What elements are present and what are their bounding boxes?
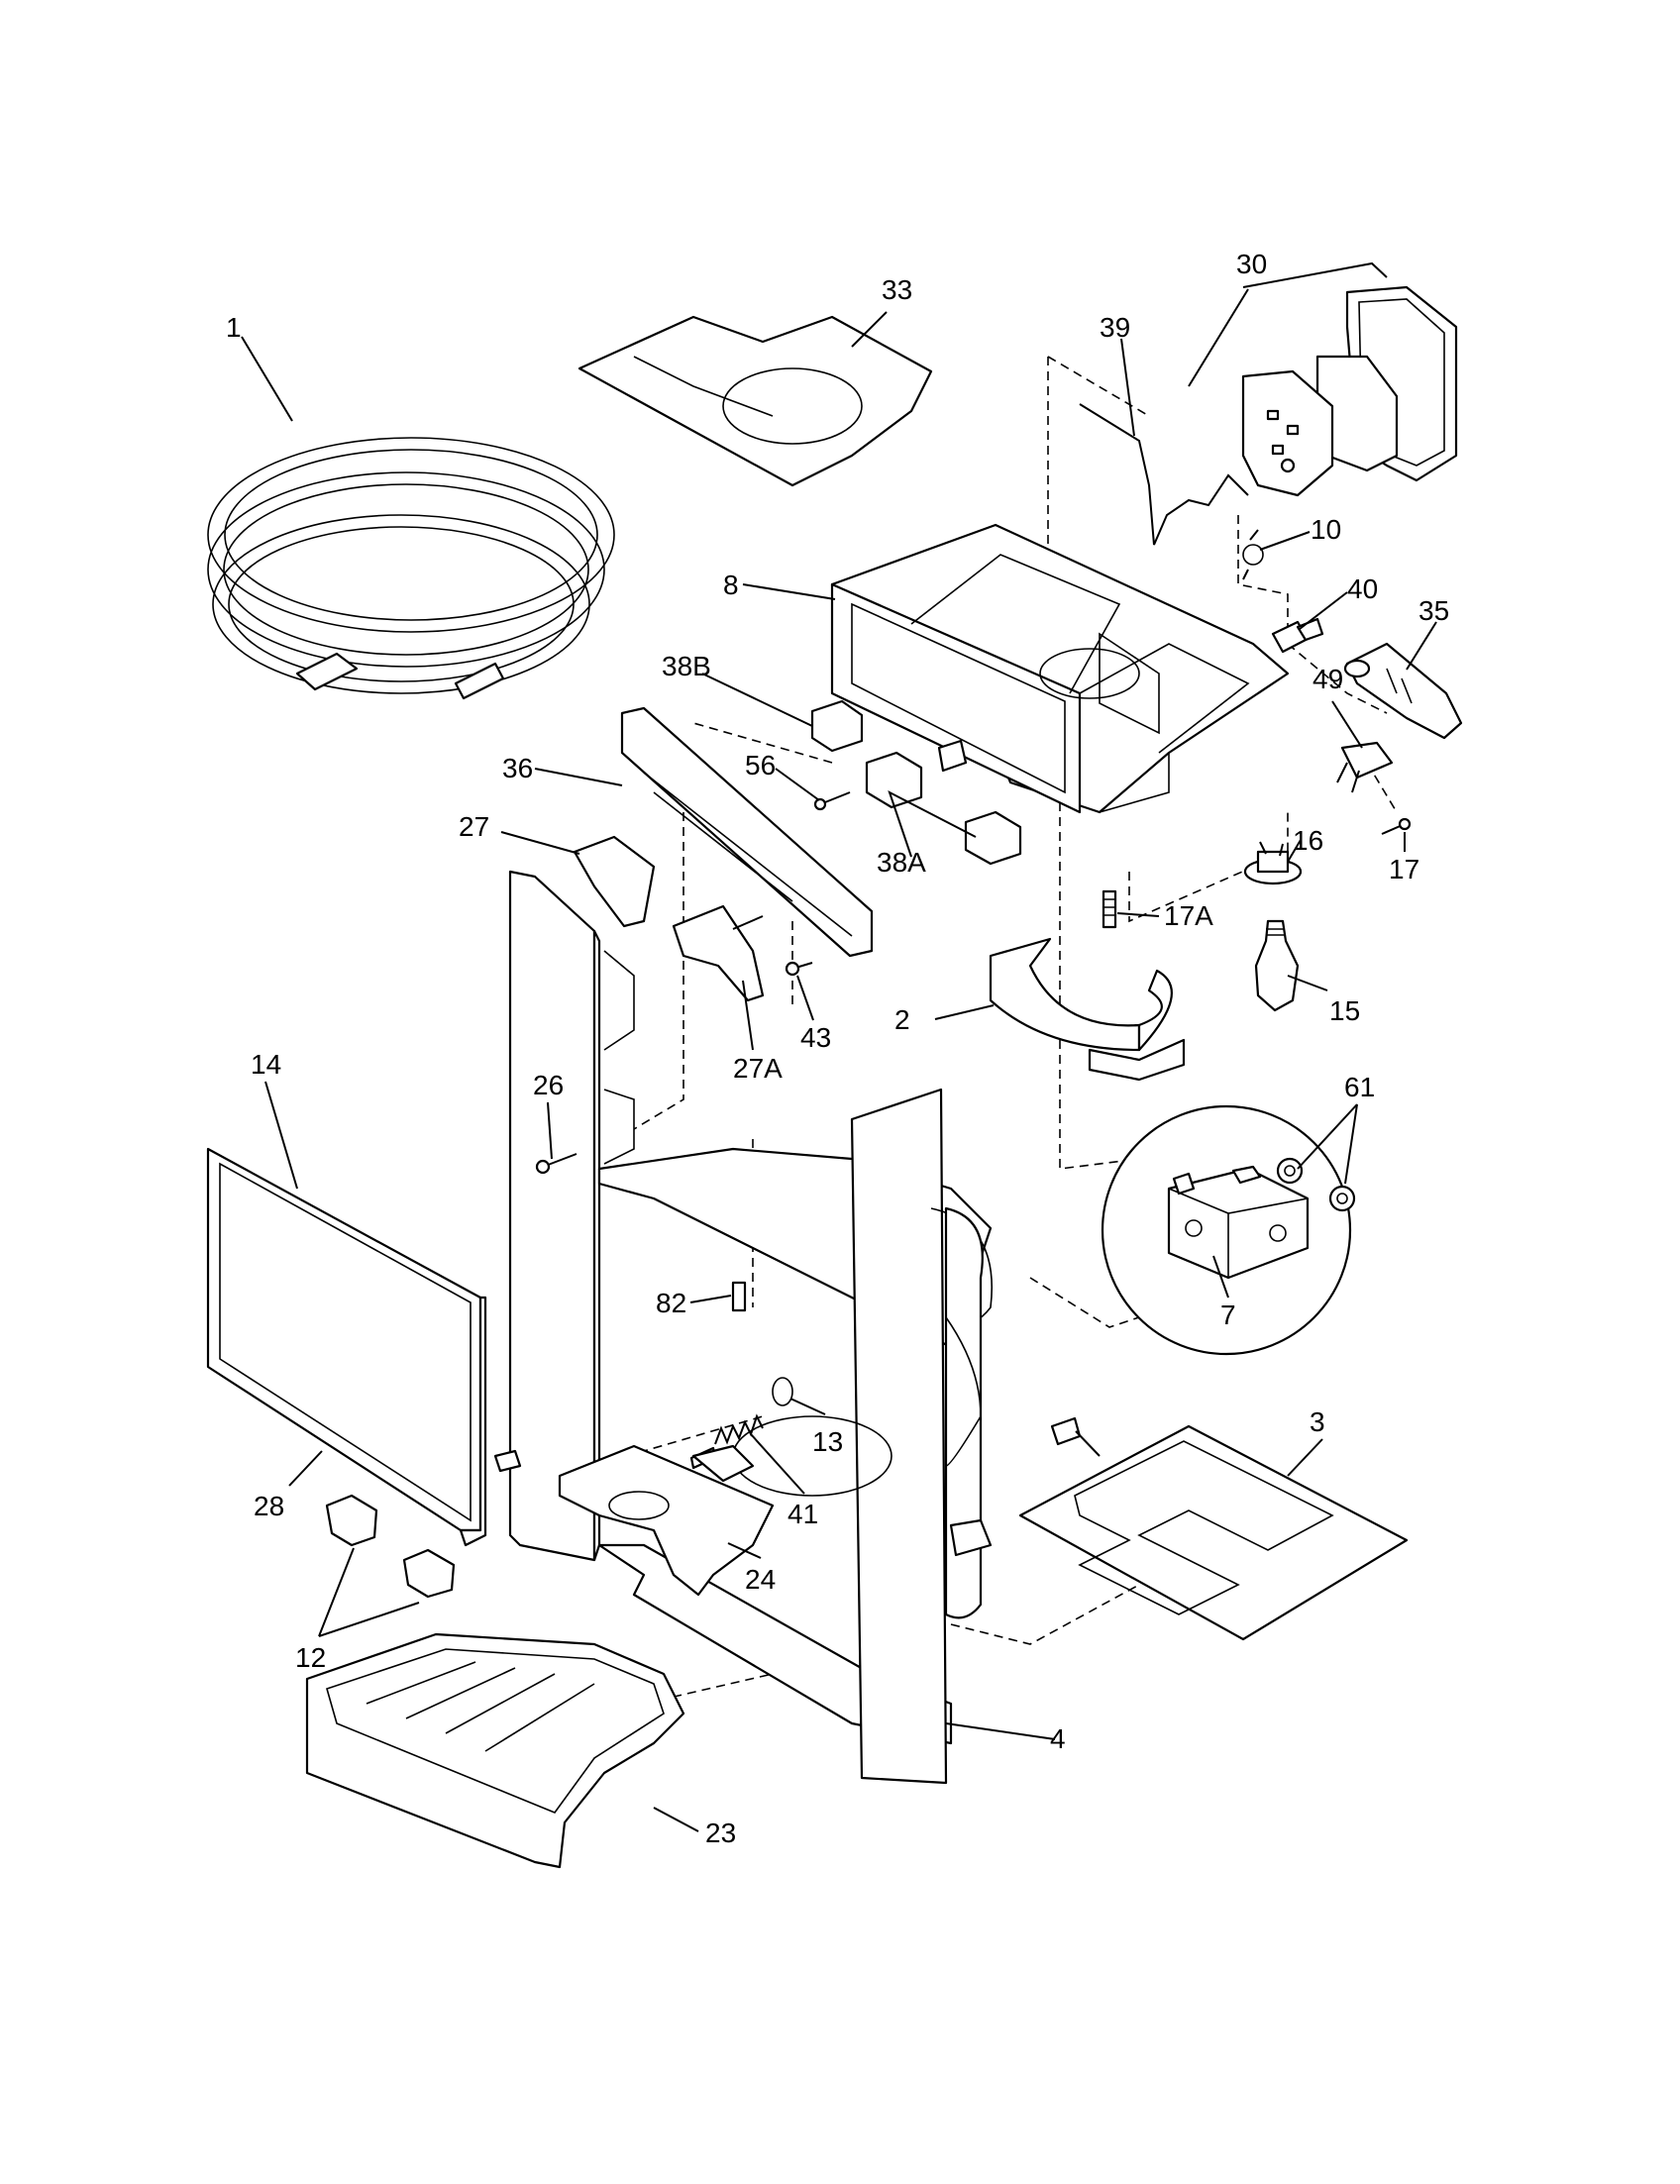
part-16-bulb-socket bbox=[1243, 841, 1303, 885]
callout-2: 2 bbox=[894, 1004, 910, 1035]
part-17a-screw bbox=[1102, 889, 1117, 929]
callout-labels: 1 33 30 39 10 40 35 8 38B 49 56 36 16 27… bbox=[226, 249, 1449, 1848]
callout-41: 41 bbox=[788, 1499, 818, 1529]
callout-12: 12 bbox=[295, 1642, 326, 1673]
part-39-actuator-wire bbox=[1079, 403, 1249, 546]
part-40-switch-bracket bbox=[1271, 617, 1324, 654]
part-1-tubing-coil bbox=[207, 437, 615, 700]
part-24-actuator-paddle bbox=[558, 1444, 775, 1597]
callout-35: 35 bbox=[1418, 595, 1449, 626]
callout-26: 26 bbox=[533, 1070, 564, 1100]
part-82-screw bbox=[731, 1281, 747, 1312]
part-28-trim-frame bbox=[459, 1296, 522, 1547]
part-56-screw bbox=[813, 791, 851, 811]
callout-1: 1 bbox=[226, 312, 242, 343]
part-14-front-panel bbox=[206, 1147, 482, 1532]
callout-23: 23 bbox=[705, 1818, 736, 1848]
part-27-lever-bracket bbox=[573, 835, 656, 928]
callout-38b: 38B bbox=[662, 651, 711, 681]
callout-56: 56 bbox=[745, 750, 776, 780]
part-8-dispenser-housing bbox=[830, 523, 1290, 814]
part-35-bulb-socket bbox=[1343, 642, 1463, 740]
callout-3: 3 bbox=[1310, 1406, 1325, 1437]
callout-15: 15 bbox=[1329, 995, 1360, 1026]
callout-30: 30 bbox=[1236, 249, 1267, 279]
callout-43: 43 bbox=[800, 1022, 831, 1053]
part-30-flapper-assembly bbox=[1241, 285, 1458, 497]
part-26-screw bbox=[535, 1153, 578, 1175]
part-4-dispenser-frame bbox=[508, 870, 993, 1785]
part-38a-switches bbox=[865, 751, 1022, 866]
callout-16: 16 bbox=[1293, 825, 1323, 856]
part-61-nuts bbox=[1276, 1157, 1356, 1212]
callout-10: 10 bbox=[1311, 514, 1341, 545]
callout-17: 17 bbox=[1389, 854, 1419, 884]
callout-17a: 17A bbox=[1164, 900, 1213, 931]
part-2-chute-ring bbox=[989, 937, 1186, 1082]
part-49-connector bbox=[1336, 741, 1394, 793]
callout-33: 33 bbox=[882, 274, 912, 305]
part-27a-lever bbox=[672, 904, 765, 1002]
part-23-drip-tray bbox=[305, 1632, 685, 1869]
callout-82: 82 bbox=[656, 1288, 686, 1318]
callout-40: 40 bbox=[1347, 573, 1378, 604]
part-12-clips bbox=[325, 1494, 456, 1599]
callout-13: 13 bbox=[812, 1426, 843, 1457]
callout-61: 61 bbox=[1344, 1072, 1375, 1102]
callout-14: 14 bbox=[251, 1049, 281, 1080]
callout-27a: 27A bbox=[733, 1053, 783, 1084]
callout-27: 27 bbox=[459, 811, 489, 842]
callout-7: 7 bbox=[1220, 1300, 1236, 1330]
part-3-heater-mat bbox=[1018, 1416, 1409, 1641]
callout-28: 28 bbox=[254, 1491, 284, 1521]
part-13-ring bbox=[772, 1377, 793, 1406]
callout-38a: 38A bbox=[877, 847, 926, 878]
part-15-light-bulb bbox=[1254, 919, 1300, 1012]
leader-lines bbox=[241, 261, 1437, 1832]
callout-39: 39 bbox=[1100, 312, 1130, 343]
callout-36: 36 bbox=[502, 753, 533, 783]
callout-8: 8 bbox=[723, 570, 739, 600]
part-43-screw bbox=[785, 961, 813, 977]
part-17-screw bbox=[1381, 817, 1412, 835]
callout-24: 24 bbox=[745, 1564, 776, 1595]
part-38b-switch bbox=[810, 699, 968, 773]
part-10-spring bbox=[1242, 529, 1264, 580]
part-33-cover-plate bbox=[578, 315, 933, 487]
callout-49: 49 bbox=[1312, 664, 1343, 694]
callout-4: 4 bbox=[1050, 1723, 1066, 1754]
part-36-front-panel bbox=[620, 706, 874, 958]
